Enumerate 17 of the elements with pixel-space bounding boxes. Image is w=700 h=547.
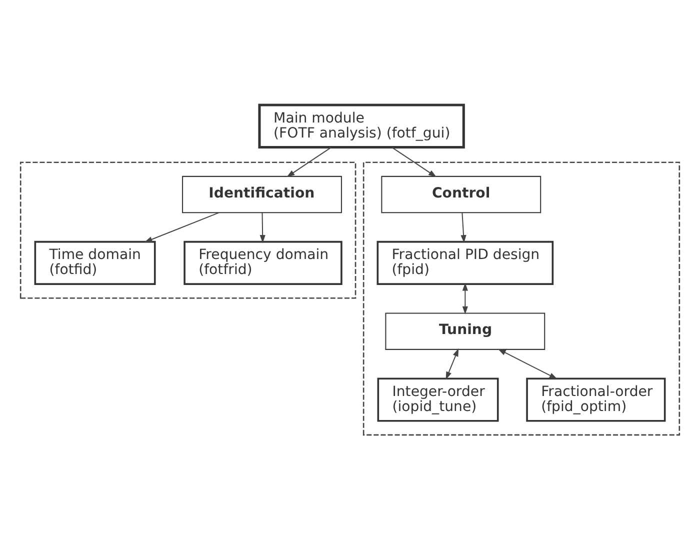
arrow <box>462 282 468 314</box>
arrow <box>498 348 558 379</box>
arrow <box>460 212 466 243</box>
arrow <box>260 212 266 243</box>
cluster <box>362 161 680 436</box>
node-box: Identification <box>182 175 342 213</box>
cluster <box>20 161 356 298</box>
node-box: Control <box>381 175 542 213</box>
node-box: Fractional-order (fpid_optim) <box>526 377 666 422</box>
node-box: Main module (FOTF analysis) (fotf_gui) <box>258 103 465 148</box>
node-box: Tuning <box>385 312 546 350</box>
node-box: Time domain (fotfid) <box>34 240 156 284</box>
node-box: Fractional PID design (fpid) <box>376 240 554 284</box>
node-box: Frequency domain (fotfrid) <box>184 240 342 284</box>
node-box: Integer-order (iopid_tune) <box>377 377 499 422</box>
arrow <box>144 212 219 242</box>
arrow <box>446 348 459 380</box>
